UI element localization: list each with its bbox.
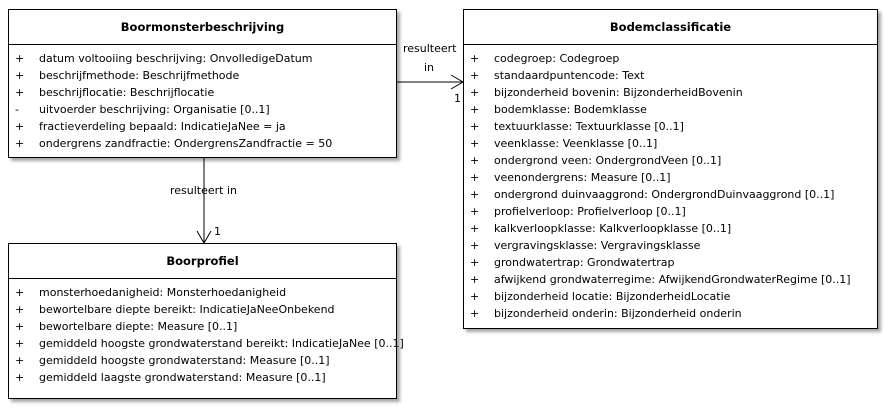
attribute-row[interactable]: + textuurklasse: Textuurklasse [0..1] xyxy=(464,118,877,135)
attribute-list: + datum voltooiing beschrijving: Onvolled… xyxy=(9,45,396,152)
visibility-marker: + xyxy=(15,120,25,133)
visibility-marker: + xyxy=(470,120,480,133)
attribute-text: veenondergrens: Measure [0..1] xyxy=(494,171,671,184)
attribute-text: kalkverloopklasse: Kalkverloopklasse [0.… xyxy=(494,222,732,235)
attribute-row[interactable]: + grondwatertrap: Grondwatertrap xyxy=(464,254,877,271)
attribute-row[interactable]: + veenklasse: Veenklasse [0..1] xyxy=(464,135,877,152)
attribute-row[interactable]: + bewortelbare diepte bereikt: IndicatieJ… xyxy=(9,301,396,318)
multiplicity-bodemclassificatie: 1 xyxy=(454,92,461,105)
attribute-text: gemiddeld hoogste grondwaterstand bereik… xyxy=(39,337,404,350)
class-title: Boorprofiel xyxy=(9,244,396,279)
attribute-text: vergravingsklasse: Vergravingsklasse xyxy=(494,239,701,252)
attribute-text: gemiddeld hoogste grondwaterstand: Measu… xyxy=(39,354,330,367)
visibility-marker: + xyxy=(470,307,480,320)
class-title: Bodemclassificatie xyxy=(464,10,877,45)
visibility-marker: + xyxy=(470,52,480,65)
attribute-text: bodemklasse: Bodemklasse xyxy=(494,103,647,116)
visibility-marker: + xyxy=(15,371,25,384)
class-boorprofiel[interactable]: Boorprofiel + monsterhoedanigheid: Monste… xyxy=(8,243,404,399)
attribute-row[interactable]: + ondergrens zandfractie: OndergrensZandf… xyxy=(9,135,396,152)
attribute-text: fractieverdeling bepaald: IndicatieJaNee… xyxy=(39,120,286,133)
visibility-marker: + xyxy=(470,205,480,218)
attribute-row[interactable]: + gemiddeld laagste grondwaterstand: Meas… xyxy=(9,369,396,386)
attribute-text: bijzonderheid bovenin: BijzonderheidBove… xyxy=(494,86,743,99)
attribute-row[interactable]: + codegroep: Codegroep xyxy=(464,50,877,67)
attribute-row[interactable]: + beschrijfmethode: Beschrijfmethode xyxy=(9,67,396,84)
attribute-list: + monsterhoedanigheid: Monsterhoedanighei… xyxy=(9,279,404,386)
class-title: Boormonsterbeschrijving xyxy=(9,10,396,45)
attribute-text: monsterhoedanigheid: Monsterhoedanigheid xyxy=(39,286,287,299)
attribute-text: datum voltooiing beschrijving: Onvolledi… xyxy=(39,52,313,65)
attribute-row[interactable]: - uitvoerder beschrijving: Organisatie [0… xyxy=(9,101,396,118)
attribute-row[interactable]: + vergravingsklasse: Vergravingsklasse xyxy=(464,237,877,254)
visibility-marker: + xyxy=(15,303,25,316)
attribute-row[interactable]: + bijzonderheid onderin: Bijzonderheid on… xyxy=(464,305,877,322)
attribute-row[interactable]: + afwijkend grondwaterregime: AfwijkendGr… xyxy=(464,271,877,288)
visibility-marker: + xyxy=(470,69,480,82)
attribute-text: beschrijflocatie: Beschrijflocatie xyxy=(39,86,215,99)
visibility-marker: + xyxy=(470,137,480,150)
visibility-marker: + xyxy=(470,239,480,252)
attribute-row[interactable]: + gemiddeld hoogste grondwaterstand berei… xyxy=(9,335,404,352)
visibility-marker: + xyxy=(15,69,25,82)
visibility-marker: + xyxy=(470,86,480,99)
visibility-marker: + xyxy=(15,86,25,99)
attribute-text: ondergrond duinvaaggrond: OndergrondDuin… xyxy=(494,188,835,201)
attribute-text: uitvoerder beschrijving: Organisatie [0.… xyxy=(39,103,270,116)
attribute-row[interactable]: + datum voltooiing beschrijving: Onvolled… xyxy=(9,50,396,67)
visibility-marker: + xyxy=(15,337,25,350)
attribute-text: codegroep: Codegroep xyxy=(494,52,620,65)
visibility-marker: + xyxy=(15,52,25,65)
attribute-text: beschrijfmethode: Beschrijfmethode xyxy=(39,69,240,82)
association-label-bodemclassificatie-line1: resulteert xyxy=(403,42,457,55)
attribute-row[interactable]: + monsterhoedanigheid: Monsterhoedanighei… xyxy=(9,284,396,301)
attribute-row[interactable]: + bodemklasse: Bodemklasse xyxy=(464,101,877,118)
visibility-marker: + xyxy=(470,154,480,167)
attribute-text: bijzonderheid onderin: Bijzonderheid ond… xyxy=(494,307,742,320)
attribute-row[interactable]: + bijzonderheid bovenin: BijzonderheidBov… xyxy=(464,84,877,101)
visibility-marker: + xyxy=(470,290,480,303)
attribute-row[interactable]: + ondergrond veen: OndergrondVeen [0..1] xyxy=(464,152,877,169)
visibility-marker: + xyxy=(470,103,480,116)
attribute-row[interactable]: + fractieverdeling bepaald: IndicatieJaNe… xyxy=(9,118,396,135)
attribute-row[interactable]: + bijzonderheid locatie: BijzonderheidLoc… xyxy=(464,288,877,305)
multiplicity-boorprofiel: 1 xyxy=(214,225,221,238)
association-label-bodemclassificatie-line2: in xyxy=(424,61,435,74)
class-boormonsterbeschrijving[interactable]: Boormonsterbeschrijving + datum voltooiin… xyxy=(8,9,397,158)
attribute-list: + codegroep: Codegroep + standaardpuntencod… xyxy=(464,45,877,322)
visibility-marker: + xyxy=(470,256,480,269)
visibility-marker: + xyxy=(470,188,480,201)
visibility-marker: + xyxy=(15,286,25,299)
attribute-text: veenklasse: Veenklasse [0..1] xyxy=(494,137,658,150)
attribute-text: bewortelbare diepte: Measure [0..1] xyxy=(39,320,238,333)
attribute-row[interactable]: + kalkverloopklasse: Kalkverloopklasse [0… xyxy=(464,220,877,237)
attribute-row[interactable]: + ondergrond duinvaaggrond: OndergrondDui… xyxy=(464,186,877,203)
attribute-row[interactable]: + gemiddeld hoogste grondwaterstand: Meas… xyxy=(9,352,396,369)
association-label-boorprofiel: resulteert in xyxy=(170,184,238,197)
attribute-text: bewortelbare diepte bereikt: IndicatieJa… xyxy=(39,303,335,316)
visibility-marker: + xyxy=(15,320,25,333)
attribute-row[interactable]: + bewortelbare diepte: Measure [0..1] xyxy=(9,318,396,335)
attribute-text: ondergrens zandfractie: OndergrensZandfr… xyxy=(39,137,333,150)
attribute-text: textuurklasse: Textuurklasse [0..1] xyxy=(494,120,684,133)
attribute-row[interactable]: + beschrijflocatie: Beschrijflocatie xyxy=(9,84,396,101)
class-bodemclassificatie[interactable]: Bodemclassificatie + codegroep: Codegroep… xyxy=(463,9,878,329)
attribute-row[interactable]: + veenondergrens: Measure [0..1] xyxy=(464,169,877,186)
attribute-text: standaardpuntencode: Text xyxy=(494,69,645,82)
attribute-row[interactable]: + profielverloop: Profielverloop [0..1] xyxy=(464,203,877,220)
attribute-text: gemiddeld laagste grondwaterstand: Measu… xyxy=(39,371,326,384)
visibility-marker: + xyxy=(15,137,25,150)
visibility-marker: + xyxy=(470,222,480,235)
attribute-text: profielverloop: Profielverloop [0..1] xyxy=(494,205,686,218)
attribute-text: afwijkend grondwaterregime: AfwijkendGro… xyxy=(494,273,851,286)
attribute-row[interactable]: + standaardpuntencode: Text xyxy=(464,67,877,84)
attribute-text: ondergrond veen: OndergrondVeen [0..1] xyxy=(494,154,722,167)
visibility-marker: + xyxy=(470,171,480,184)
visibility-marker: + xyxy=(15,354,25,367)
visibility-marker: - xyxy=(15,103,19,116)
attribute-text: grondwatertrap: Grondwatertrap xyxy=(494,256,675,269)
attribute-text: bijzonderheid locatie: BijzonderheidLoca… xyxy=(494,290,731,303)
visibility-marker: + xyxy=(470,273,480,286)
